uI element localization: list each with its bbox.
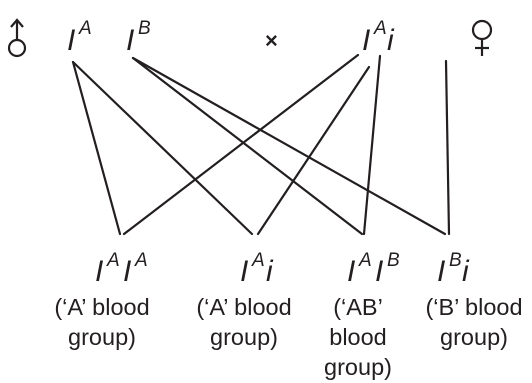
male-symbol-icon — [7, 18, 27, 58]
svg-text:(‘A’ blood: (‘A’ blood — [196, 294, 291, 320]
line-male-IB-to-IBi — [131, 56, 447, 236]
svg-text:blood: blood — [329, 324, 387, 350]
svg-text:A: A — [358, 250, 372, 271]
svg-text:group): group) — [210, 324, 278, 350]
svg-text:B: B — [387, 250, 400, 271]
svg-text:I: I — [95, 255, 103, 288]
line-female-i-to-IAi — [256, 65, 371, 236]
offspring-2-label: (‘A’ blood group) — [196, 294, 291, 350]
female-allele-1: I — [362, 24, 370, 57]
line-male-IB-to-IAIB — [131, 56, 364, 236]
offspring-4-label: (‘B’ blood group) — [425, 294, 522, 350]
svg-text:I: I — [347, 255, 355, 288]
svg-text:group): group) — [324, 354, 392, 380]
svg-text:I: I — [375, 255, 383, 288]
female-symbol-icon — [471, 19, 493, 56]
svg-text:I: I — [123, 255, 131, 288]
line-female-IA-to-IAIA — [122, 53, 360, 236]
cross-lines — [71, 53, 451, 236]
female-allele-2: i — [387, 24, 395, 57]
offspring-3-genotype: I A I B — [347, 250, 400, 288]
line-female-IA-to-IAIB — [362, 54, 382, 236]
line-male-IA-to-IAIA — [71, 60, 122, 236]
svg-text:(‘B’ blood: (‘B’ blood — [425, 294, 522, 320]
svg-text:A: A — [251, 250, 265, 271]
line-female-i-to-IBi — [444, 59, 451, 236]
offspring-2-genotype: I A i — [240, 250, 274, 288]
line-male-IA-to-IAi — [71, 60, 254, 236]
svg-text:B: B — [449, 250, 462, 271]
offspring-1-label: (‘A’ blood group) — [54, 294, 149, 350]
svg-text:A: A — [134, 250, 148, 271]
male-allele-2-sup: B — [138, 18, 151, 39]
svg-text:A: A — [106, 250, 120, 271]
svg-text:group): group) — [440, 324, 508, 350]
svg-text:I: I — [437, 255, 445, 288]
svg-text:i: i — [462, 255, 470, 288]
offspring-1-genotype: I A I A — [95, 250, 148, 288]
male-allele-1: I — [67, 24, 75, 57]
svg-text:(‘A’ blood: (‘A’ blood — [54, 294, 149, 320]
female-allele-1-sup: A — [373, 18, 387, 39]
offspring-4-genotype: I B i — [437, 250, 470, 288]
male-allele-2: I — [126, 24, 134, 57]
svg-text:group): group) — [68, 324, 136, 350]
svg-text:(‘AB’: (‘AB’ — [333, 294, 383, 320]
offspring-3-label: (‘AB’ blood group) — [324, 294, 392, 380]
cross-sign: × — [265, 28, 278, 53]
svg-text:i: i — [266, 255, 274, 288]
svg-text:I: I — [240, 255, 248, 288]
male-allele-1-sup: A — [78, 18, 92, 39]
